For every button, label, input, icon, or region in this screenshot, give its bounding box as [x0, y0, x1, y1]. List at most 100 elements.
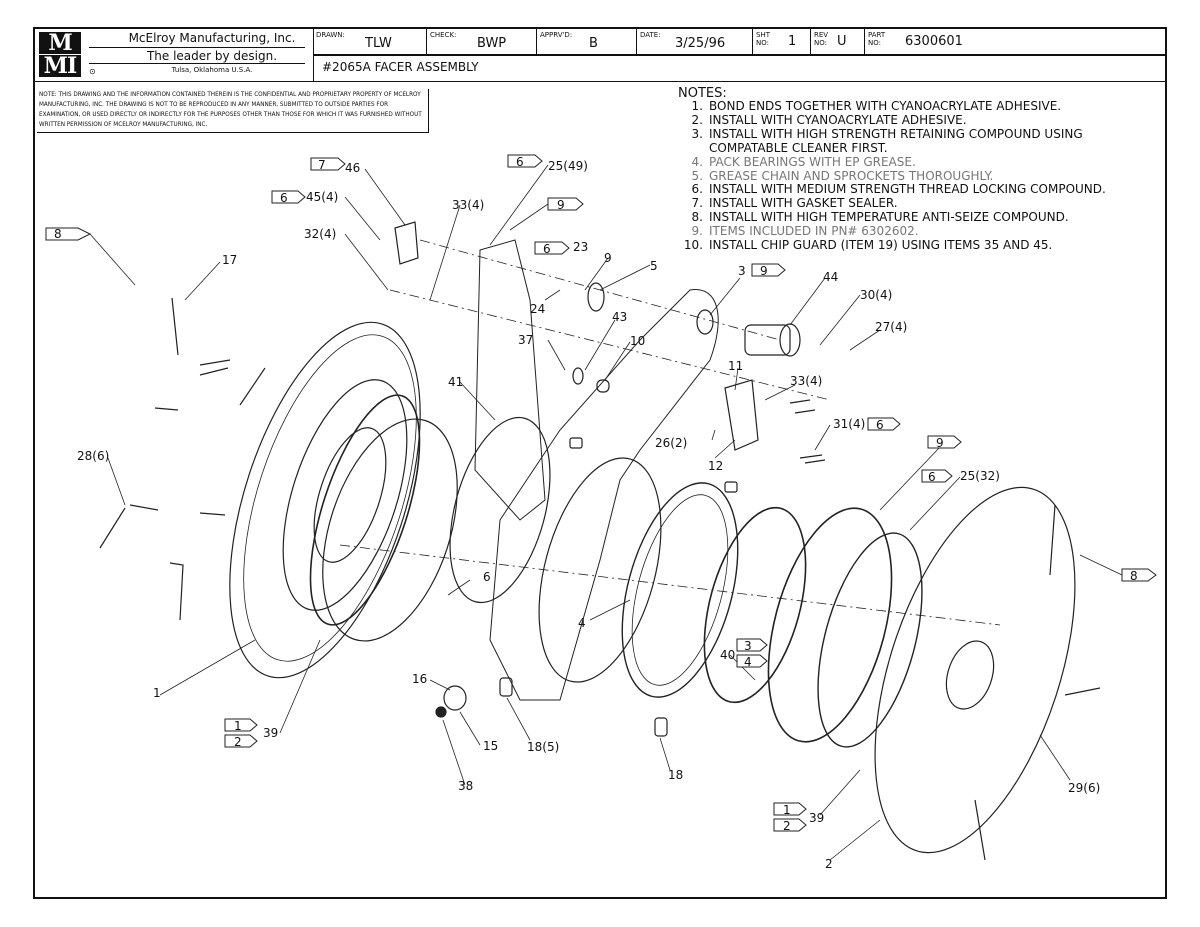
ring-6 [322, 418, 458, 642]
note-item: 6.INSTALL WITH MEDIUM STRENGTH THREAD LO… [691, 182, 1106, 197]
svg-text:9: 9 [936, 436, 944, 450]
motor-44 [744, 324, 791, 356]
part-value: 6300601 [905, 34, 963, 49]
logo-line-2: MI [39, 55, 81, 77]
callout-40: 40 [720, 648, 735, 662]
callout-9: 9 [604, 251, 612, 265]
note-item: 8.INSTALL WITH HIGH TEMPERATURE ANTI-SEI… [691, 210, 1069, 225]
callout-3: 3 [738, 264, 746, 278]
notes-list: 1.BOND ENDS TOGETHER WITH CYANOACRYLATE … [681, 99, 1106, 253]
knob-15 [443, 685, 467, 711]
proprietary-notice: NOTE: THIS DRAWING AND THE INFORMATION C… [37, 89, 429, 133]
flag-9-a: 9 [509, 197, 584, 231]
svg-text:1: 1 [783, 803, 791, 817]
arm-41 [474, 239, 546, 521]
mmi-logo: M MI [37, 31, 83, 79]
svg-text:9: 9 [557, 198, 565, 212]
callout-38: 38 [458, 779, 473, 793]
date-cell: DATE: 3/25/96 [637, 29, 753, 55]
callout-6: 6 [483, 570, 491, 584]
callout-18: 18 [668, 768, 683, 782]
flag-6-d: 6 [867, 417, 901, 432]
approved-cell: APPRV'D: B [537, 29, 637, 55]
sheet-cell: SHT No: 1 [753, 29, 811, 55]
svg-text:1: 1 [234, 719, 242, 733]
callout-2: 2 [825, 857, 833, 871]
flag-9-c: 9 [927, 435, 962, 450]
callout-25-32: 25(32) [960, 469, 1000, 483]
callout-4: 4 [578, 616, 586, 630]
flag-2-left: 2 [224, 734, 258, 749]
callout-41: 41 [448, 375, 463, 389]
drawn-cell: DRAWN: TLW [313, 29, 427, 55]
svg-text:8: 8 [1130, 569, 1138, 583]
svg-text:4: 4 [744, 655, 752, 669]
registered-mark: ⊙ [89, 67, 96, 76]
drawing-title: #2065A FACER ASSEMBLY [322, 60, 479, 74]
note-item: 5.GREASE CHAIN AND SPROCKETS THOROUGHLY. [691, 168, 994, 183]
callout-39-left: 39 [263, 726, 278, 740]
flag-7: 7 [310, 157, 346, 172]
callout-5: 5 [650, 259, 658, 273]
flag-4: 4 [736, 654, 768, 669]
ring-40 [703, 506, 807, 704]
flag-1-left: 1 [224, 718, 258, 733]
svg-text:6: 6 [280, 191, 288, 205]
note-item: 7.INSTALL WITH GASKET SEALER. [691, 196, 898, 211]
callout-16: 16 [412, 672, 427, 686]
housing-3 [489, 289, 719, 701]
callout-33-4-right: 33(4) [790, 374, 822, 388]
callout-30-4: 30(4) [860, 288, 892, 302]
callout-25-49: 25(49) [548, 159, 588, 173]
note-item: 2.INSTALL WITH CYANOACRYLATE ADHESIVE. [691, 112, 967, 127]
sheet-value: 1 [788, 34, 797, 49]
bracket-46 [394, 221, 419, 265]
flag-6-a: 6 [271, 190, 306, 205]
flag-8-left: 8 [45, 227, 136, 286]
flag-6-e: 6 [921, 469, 953, 484]
svg-text:7: 7 [318, 158, 326, 172]
svg-text:6: 6 [516, 155, 524, 169]
back-disc [874, 486, 1076, 854]
flag-1-right: 1 [773, 802, 807, 817]
drawn-value: TLW [365, 36, 392, 51]
flag-6-c: 6 [534, 241, 570, 256]
flag-9-b: 9 [751, 263, 786, 278]
sprocket-5 [587, 282, 605, 312]
svg-text:6: 6 [543, 242, 551, 256]
svg-text:2: 2 [234, 735, 242, 749]
callout-43: 43 [612, 310, 627, 324]
logo-line-1: M [39, 32, 81, 54]
callout-26-2: 26(2) [655, 436, 687, 450]
svg-text:2: 2 [783, 819, 791, 833]
callout-31-4: 31(4) [833, 417, 865, 431]
callout-37: 37 [518, 333, 533, 347]
svg-text:6: 6 [928, 470, 936, 484]
revision-value: U [837, 34, 847, 49]
callout-10: 10 [630, 334, 645, 348]
callout-28-6: 28(6) [77, 449, 109, 463]
svg-text:6: 6 [876, 418, 884, 432]
callout-29-6: 29(6) [1068, 781, 1100, 795]
flag-2-right: 2 [773, 818, 807, 833]
note-item: 10.INSTALL CHIP GUARD (ITEM 19) USING IT… [683, 238, 1053, 253]
ring-39-left [309, 394, 421, 626]
part-callouts: 1 2 3 4 5 6 9 10 11 12 15 16 17 18 18(5)… [77, 159, 1100, 871]
part-cell: PART No: 6300601 [865, 29, 1167, 55]
note-item: 1.BOND ENDS TOGETHER WITH CYANOACRYLATE … [691, 99, 1062, 113]
callout-33-4-top: 33(4) [452, 198, 484, 212]
approved-value: B [589, 36, 598, 51]
svg-text:9: 9 [760, 264, 768, 278]
callout-46: 46 [345, 161, 360, 175]
callout-27-4: 27(4) [875, 320, 907, 334]
ring-25 [767, 507, 893, 743]
front-disc [229, 321, 421, 679]
callout-23: 23 [573, 240, 588, 254]
company-name: McElroy Manufacturing, Inc. [128, 31, 296, 45]
callout-24: 24 [530, 302, 545, 316]
flag-6-b: 6 [507, 154, 543, 169]
note-item: 4.PACK BEARINGS WITH EP GREASE. [691, 154, 916, 169]
flag-8-right: 8 [1079, 554, 1157, 583]
plate-12 [724, 379, 759, 451]
